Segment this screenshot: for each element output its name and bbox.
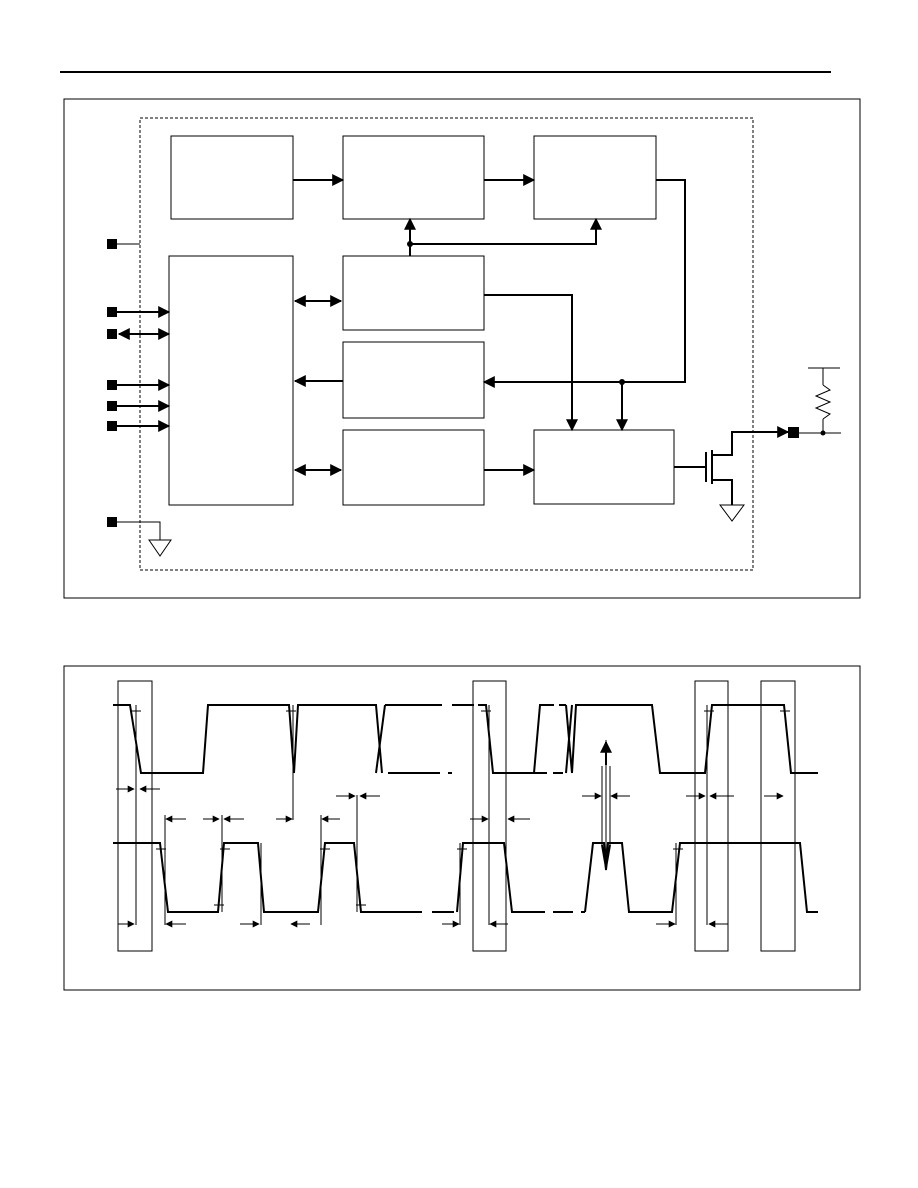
timing-arrows: [116, 785, 784, 928]
drain-wire: [712, 431, 774, 456]
timing-diagram: [63, 665, 861, 991]
timing-window-4: [760, 680, 796, 952]
reference-lines: [135, 705, 708, 925]
waveform-top-seg-6: [565, 704, 818, 774]
arrow-mid-1-to-output-driver: [484, 294, 578, 432]
block-control-logic: [168, 255, 294, 506]
ground-icon: [148, 539, 172, 557]
resistor-icon: [814, 384, 832, 420]
block-output-driver: [533, 429, 675, 505]
waveform-top: [113, 704, 818, 774]
block-top-middle: [342, 135, 485, 220]
timing-window-1: [117, 680, 153, 952]
arrow-mid-1-to-top-right: [410, 217, 602, 245]
edge-ticks: [131, 710, 790, 906]
vertical-marker-tip-left: [601, 844, 607, 869]
waveform-top-cross: [375, 704, 386, 774]
waveform-top-cross-2: [565, 704, 573, 774]
wire-top-right-to-mid-2: [482, 179, 686, 388]
output-transistor: [674, 426, 790, 522]
pin-power: [107, 239, 117, 249]
junction-dot: [407, 241, 413, 247]
waveform-top-seg-5: [533, 704, 546, 774]
output-pin-pullup: [788, 367, 841, 438]
waveform-top-seg-4: [478, 704, 537, 774]
pin-ground-wire: [117, 521, 161, 540]
waveform-bottom-seg-2: [456, 842, 525, 913]
vertical-marker-tip-right: [605, 844, 611, 869]
ground-icon: [719, 504, 745, 522]
pin-input-1: [107, 307, 117, 317]
block-mid-3: [342, 429, 485, 506]
timing-window-3: [694, 680, 729, 952]
pin-input-3: [107, 401, 117, 411]
block-diagram: [63, 98, 861, 599]
pin-io: [107, 329, 117, 339]
block-mid-1: [342, 255, 485, 331]
pin-output: [788, 427, 799, 438]
block-diagram-frame: [63, 98, 861, 599]
timing-diagram-frame: [63, 665, 861, 991]
timing-window-2: [472, 680, 507, 952]
block-mid-2: [342, 341, 485, 419]
block-top-left: [170, 135, 294, 220]
chip-boundary: [139, 117, 754, 571]
waveform-bottom: [113, 842, 818, 913]
pin-input-4: [107, 421, 117, 431]
pin-input-2: [107, 380, 117, 390]
source-wire: [712, 479, 733, 505]
waveform-top-seg-1: [113, 704, 383, 774]
block-top-right: [533, 135, 657, 220]
waveform-bottom-seg-3: [584, 842, 818, 913]
pin-ground: [107, 517, 117, 527]
left-pins: [107, 239, 172, 557]
